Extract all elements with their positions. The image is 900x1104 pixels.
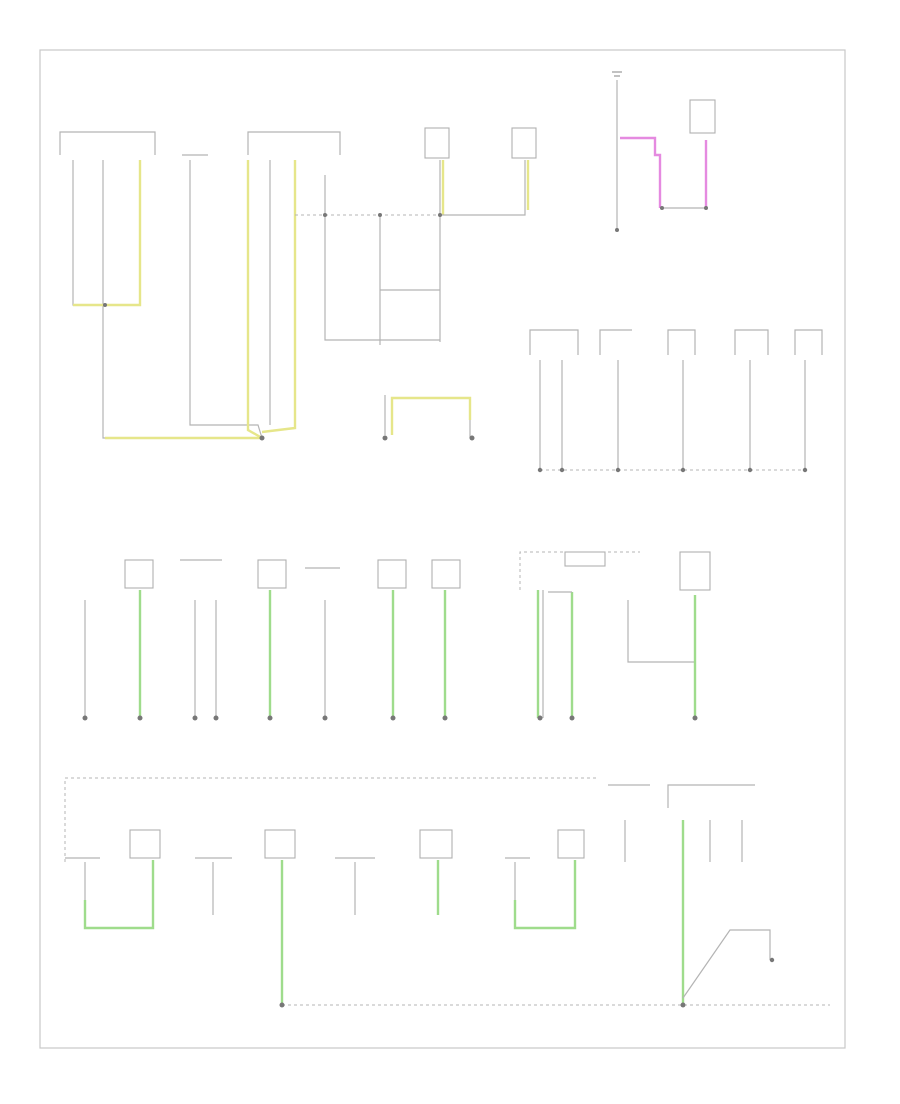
ground-icon (442, 715, 448, 721)
ground-icon (382, 435, 388, 441)
ground-icon (469, 435, 475, 441)
module-box-r6 (419, 829, 453, 859)
pcm-connector-right (247, 131, 341, 155)
pcm-connector-left (59, 131, 156, 155)
headlamp-box-right (679, 551, 711, 591)
module-dashed-outline (519, 551, 640, 590)
module-box-r4 (264, 829, 296, 859)
ground-icon (615, 467, 621, 473)
ground-icon (660, 206, 664, 210)
module-connector-3 (667, 329, 696, 355)
ground-group-rear (64, 777, 830, 1008)
splice-icon (438, 213, 442, 217)
ground-icon (279, 1002, 285, 1008)
wire-s3 (324, 175, 440, 341)
wire-g3-yellow (73, 160, 142, 307)
ground-icon (569, 715, 575, 721)
wire-s7-yellow (390, 396, 472, 435)
ground-icon (192, 715, 198, 721)
ground-icon (680, 467, 686, 473)
wire-rr1 (84, 862, 150, 929)
ground-icon (769, 957, 775, 963)
wire-rr8-green (513, 860, 577, 930)
ground-group-sensors (295, 127, 537, 441)
wire-rr2-green (83, 860, 155, 930)
module-connector-2 (599, 329, 632, 355)
wire-h5 (627, 600, 695, 663)
module-box-e (377, 559, 407, 589)
ground-icon (692, 715, 698, 721)
wire-g2 (102, 160, 262, 439)
module-box-r2 (129, 829, 161, 859)
ground-icon (213, 715, 219, 721)
wire-g4 (189, 160, 263, 439)
ground-group-battery (612, 71, 716, 232)
ground-icon (747, 467, 753, 473)
ground-icon (82, 715, 88, 721)
wire-g1 (72, 160, 105, 306)
module-box-f (431, 559, 461, 589)
ground-group-powertrain (59, 131, 341, 441)
ground-icon (322, 715, 328, 721)
ground-icon (615, 228, 619, 232)
module-box-a (124, 559, 154, 589)
ground-group-left-front (82, 559, 461, 721)
ground-icon (137, 715, 143, 721)
power-distribution-box (689, 99, 716, 134)
module-connector-4 (734, 329, 769, 355)
ground-icon (559, 467, 565, 473)
ground-icon (704, 206, 708, 210)
ground-group-headlamps (519, 551, 711, 721)
wire-s2 (440, 160, 526, 216)
module-box-r8 (557, 829, 585, 859)
wire-b2-pink (620, 136, 662, 208)
ground-icon (537, 715, 543, 721)
splice-icon (323, 213, 327, 217)
ground-group-transmission (608, 784, 775, 1008)
ground-icon (802, 467, 808, 473)
splice-icon (378, 213, 382, 217)
battery-icon (612, 71, 622, 77)
splice-icon (259, 435, 265, 441)
wire-g5-yellow (246, 160, 263, 440)
connector-t2 (667, 784, 755, 808)
headlamp-box-left (564, 551, 606, 567)
harness-dashed-outline (64, 777, 598, 862)
ground-icon (390, 715, 396, 721)
module-box-c (257, 559, 287, 589)
ground-icon (680, 1002, 686, 1008)
module-connector-1 (529, 329, 579, 355)
sensor-box-b (511, 127, 537, 159)
diagram-frame (39, 49, 846, 1049)
ground-icon (267, 715, 273, 721)
ground-group-right-modules (529, 329, 823, 473)
sensor-box-a (424, 127, 450, 159)
ground-icon (537, 467, 543, 473)
wire-rr7 (514, 862, 572, 929)
wire-t5 (682, 929, 771, 999)
wire-g7-yellow (261, 160, 297, 434)
splice-icon (103, 303, 107, 307)
module-connector-5 (794, 329, 823, 355)
